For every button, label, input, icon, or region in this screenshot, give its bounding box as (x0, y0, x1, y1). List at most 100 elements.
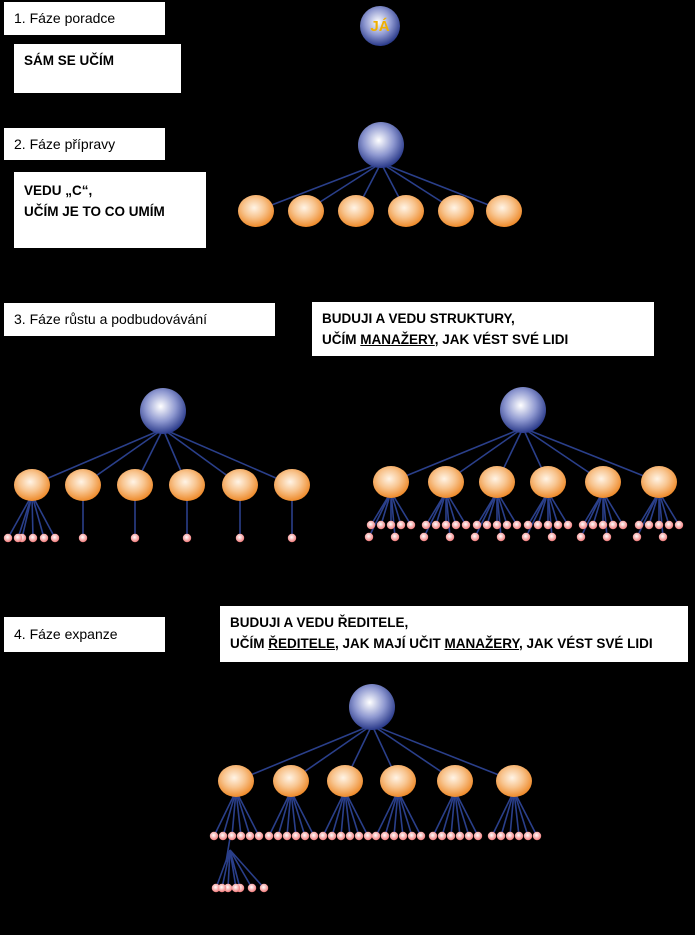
connector-line (602, 491, 608, 538)
leaf-node (451, 520, 461, 530)
child-node (169, 469, 205, 501)
connector-line (397, 790, 413, 837)
leaf-node (632, 532, 642, 542)
connector-line (445, 491, 451, 538)
leaf-node (363, 831, 373, 841)
leaf-node (505, 831, 515, 841)
leaf-node (291, 831, 301, 841)
root-node (140, 388, 186, 434)
leaf-node (455, 831, 465, 841)
leaf-node (235, 533, 245, 543)
leaf-node (428, 831, 438, 841)
connector-line (255, 162, 382, 212)
leaf-node (496, 532, 506, 542)
child-node (117, 469, 153, 501)
phase-2-note-line-1: VEDU „C“, (24, 183, 93, 198)
connector-line (384, 790, 399, 837)
leaf-node (264, 831, 274, 841)
leaf-node (523, 831, 533, 841)
leaf-node (227, 831, 237, 841)
root-node (358, 122, 404, 168)
connector-line (441, 790, 456, 837)
connector-line (397, 790, 422, 837)
phase-4-note-line-1: BUDUJI A VEDU ŘEDITELE, (230, 615, 409, 630)
leaf-node (318, 831, 328, 841)
leaf-node (461, 520, 471, 530)
child-node (218, 765, 254, 797)
leaf-node (236, 831, 246, 841)
nodes (3, 6, 684, 893)
child-node (585, 466, 621, 498)
leaf-node (598, 520, 608, 530)
leaf-node (209, 831, 219, 841)
connector-line (222, 790, 237, 837)
leaf-node (396, 520, 406, 530)
leaf-node (644, 520, 654, 530)
child-node (288, 195, 324, 227)
child-node (479, 466, 515, 498)
phase-2-note-line-2: UČÍM JE TO CO UMÍM (24, 204, 165, 219)
leaf-node (287, 533, 297, 543)
leaf-node (364, 532, 374, 542)
child-node (438, 195, 474, 227)
leaf-node (130, 533, 140, 543)
managers-underlined-2: MANAŽERY (444, 636, 520, 651)
leaf-node (398, 831, 408, 841)
connector-line (162, 428, 293, 486)
connector-line (474, 491, 498, 538)
leaf-node (608, 520, 618, 530)
leaf-node (254, 831, 264, 841)
leaf-node (406, 520, 416, 530)
connector-line (390, 491, 396, 538)
connector-line (290, 790, 306, 837)
child-node (380, 765, 416, 797)
child-node (273, 765, 309, 797)
leaf-node (523, 520, 533, 530)
leaf-node (521, 532, 531, 542)
root-label: JÁ (370, 18, 389, 35)
leaf-node (553, 520, 563, 530)
child-node (428, 466, 464, 498)
connector-line (215, 849, 231, 889)
leaf-node (654, 520, 664, 530)
leaf-node (416, 831, 426, 841)
connector-line (371, 724, 515, 782)
leaf-node (282, 831, 292, 841)
root-node (360, 6, 400, 46)
connector-line (375, 790, 399, 837)
leaf-node (273, 831, 283, 841)
connector-line (31, 494, 45, 539)
connector-line (390, 427, 524, 483)
leaf-node (50, 533, 60, 543)
connector-line (322, 790, 346, 837)
leaf-node (512, 520, 522, 530)
child-node (238, 195, 274, 227)
connector-line (522, 427, 660, 483)
leaf-node (576, 532, 586, 542)
connector-line (450, 790, 456, 837)
connector-line (231, 790, 237, 837)
leaf-node (39, 533, 49, 543)
leaf-node (259, 883, 269, 893)
leaf-node (78, 533, 88, 543)
connector-line (235, 790, 251, 837)
directors-underlined: ŘEDITELE (268, 636, 336, 651)
leaf-node (588, 520, 598, 530)
leaf-node (664, 520, 674, 530)
leaf-node (470, 532, 480, 542)
leaf-node (547, 532, 557, 542)
leaf-node (634, 520, 644, 530)
leaf-node (496, 831, 506, 841)
connector-line (235, 790, 260, 837)
leaf-node (390, 532, 400, 542)
leaf-node (437, 831, 447, 841)
connector-line (290, 790, 297, 837)
leaf-node (231, 883, 241, 893)
leaf-node (309, 831, 319, 841)
root-node (349, 684, 395, 730)
connector-line (513, 790, 538, 837)
child-node (530, 466, 566, 498)
leaf-node (602, 532, 612, 542)
leaf-node (182, 533, 192, 543)
child-node (437, 765, 473, 797)
